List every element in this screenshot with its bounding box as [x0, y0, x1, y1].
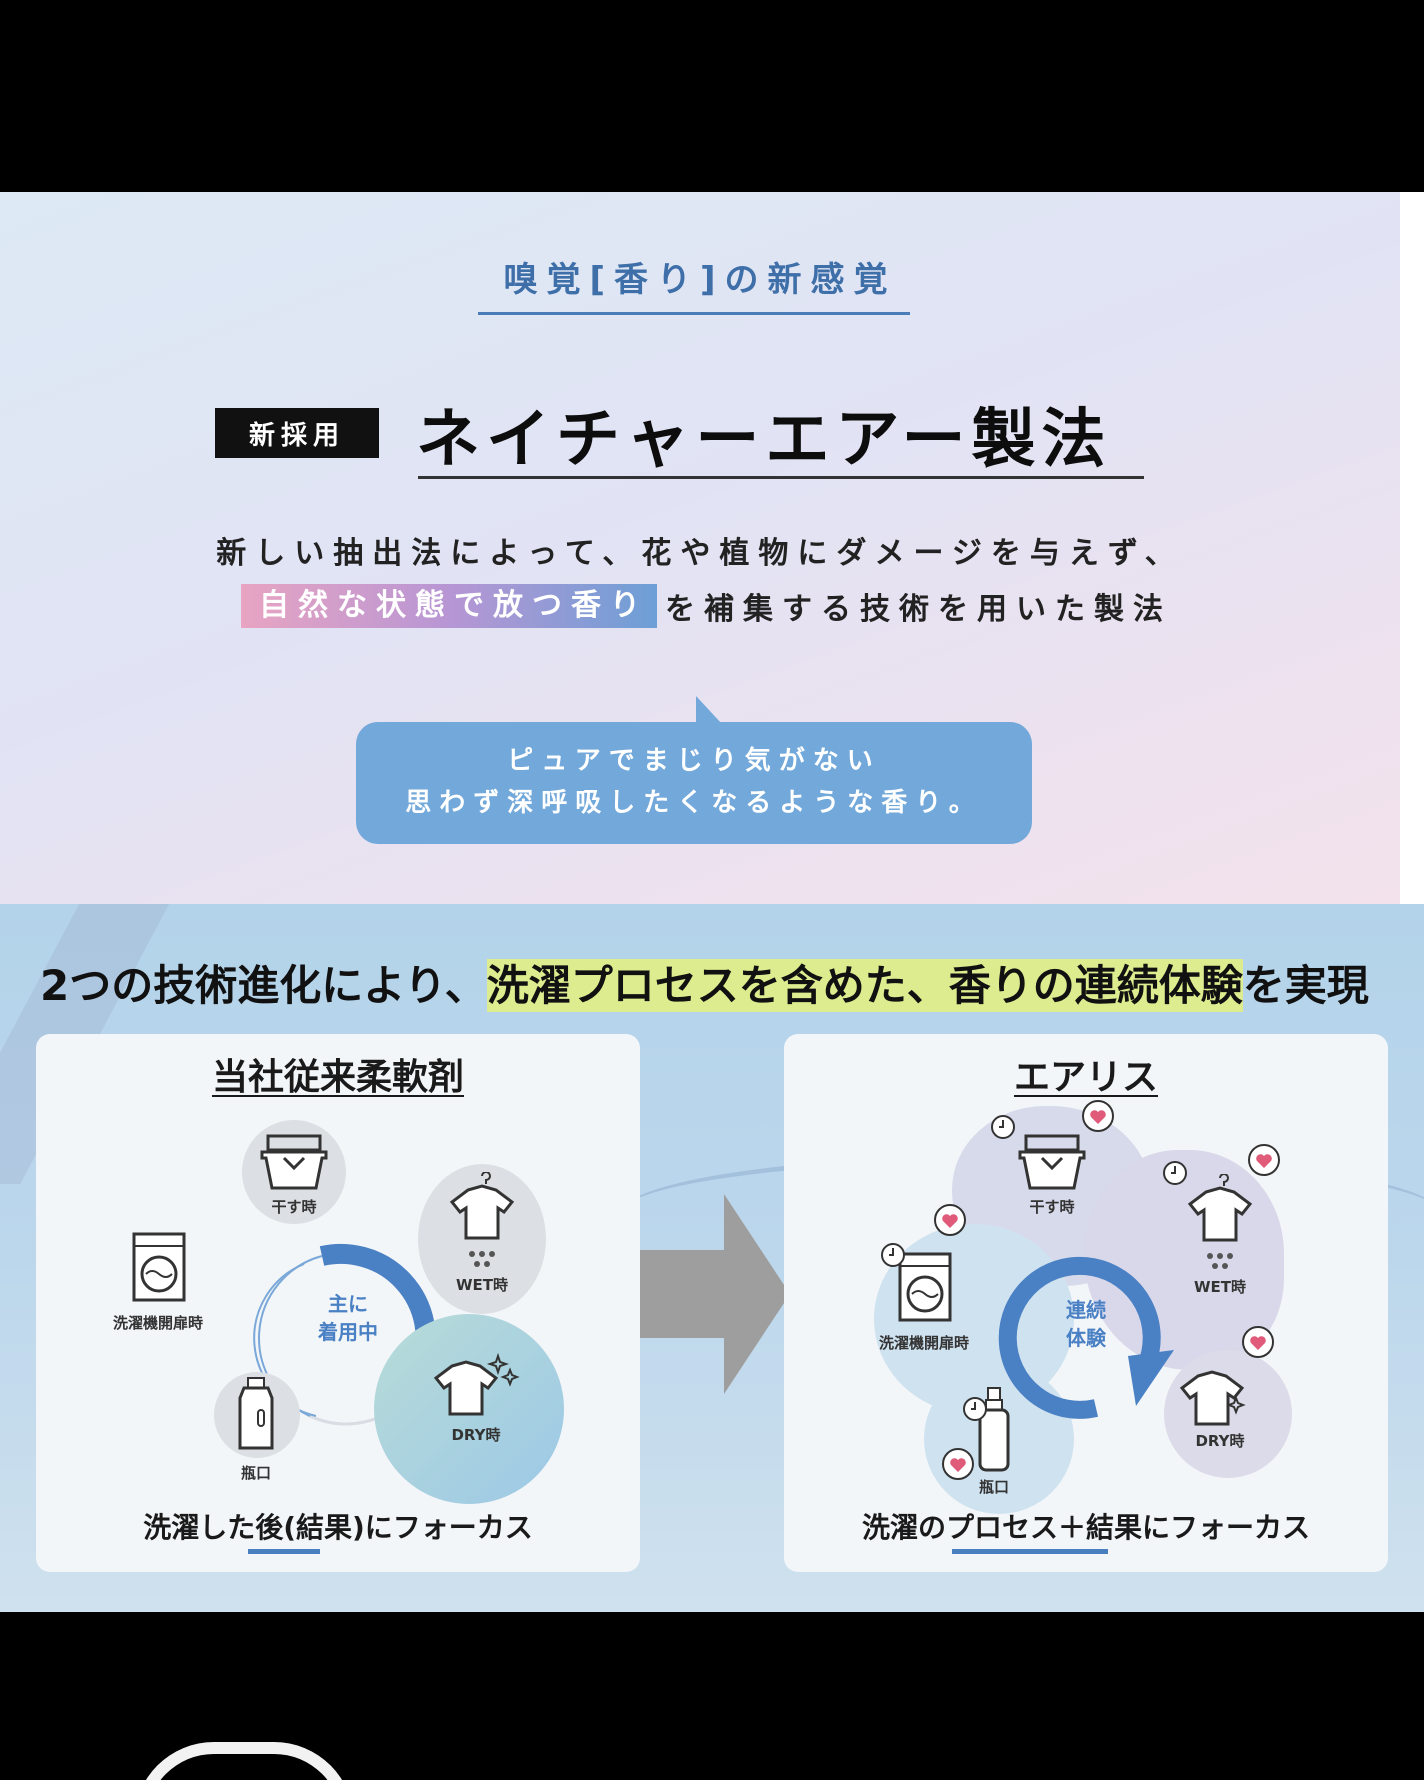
spray-bottle-icon: 瓶口: [964, 1386, 1024, 1506]
node-label-wet: WET時: [455, 1276, 509, 1294]
clock-icon: [1162, 1160, 1188, 1186]
speech-bubble-tail: [696, 696, 722, 724]
cycle-text-line-1: 連続: [1066, 1298, 1106, 1322]
kicker-heading: 嗅覚[香り]の新感覚: [503, 260, 897, 300]
cycle-text-line-1: 主に: [328, 1292, 368, 1316]
clock-icon: [880, 1242, 906, 1268]
heart-bubble-icon: [1078, 1098, 1118, 1138]
arrow-right-icon: [640, 1194, 790, 1394]
laundry-basket-icon: 干す時: [254, 1130, 334, 1220]
washing-machine-icon: 洗濯機開扉時: [864, 1250, 984, 1360]
node-label-washer: 洗濯機開扉時: [878, 1334, 969, 1352]
bubble-line-2: 思わず深呼吸したくなるような香り。: [405, 788, 983, 818]
description-line-1: 新しい抽出法によって、花や植物にダメージを与えず、: [216, 536, 1184, 571]
cycle-arrow-icon: [996, 1246, 1176, 1426]
cycle-center-text: 連続 体験: [1036, 1296, 1136, 1352]
node-label-bottle: 瓶口: [978, 1478, 1009, 1496]
card-title: エアリス: [1013, 1057, 1158, 1098]
right-edge-strip: [1400, 192, 1424, 904]
lower-headline: 2つの技術進化により、洗濯プロセスを含めた、香りの連続体験を実現: [40, 952, 1369, 1013]
bubble-line-1: ピュアでまじり気がない: [507, 746, 881, 776]
node-label-drying: 干す時: [271, 1198, 317, 1216]
kicker-underline: [478, 312, 910, 315]
washing-machine-icon: 洗濯機開扉時: [98, 1230, 218, 1340]
description-highlight: 自然な状態で放つ香り: [241, 584, 657, 628]
card-caption: 洗濯した後(結果)にフォーカス: [143, 1511, 533, 1544]
description-line-2: 自然な状態で放つ香り を補集する技術を用いた製法: [241, 584, 1172, 628]
node-label-wet: WET時: [1193, 1278, 1247, 1296]
node-label-bottle: 瓶口: [240, 1464, 271, 1482]
laundry-basket-icon: 干す時: [1012, 1130, 1092, 1230]
caption-underline: [248, 1549, 320, 1554]
speech-bubble: ピュアでまじり気がない 思わず深呼吸したくなるような香り。: [356, 722, 1032, 844]
node-label-dry: DRY時: [1195, 1432, 1245, 1450]
lower-panel: 2つの技術進化により、洗濯プロセスを含めた、香りの連続体験を実現 当社従来柔軟剤…: [0, 904, 1424, 1612]
method-title: ネイチャーエアー製法: [416, 403, 1112, 477]
card-aerisu: エアリス 干す時 WET時 洗濯機開扉時 連続: [784, 1034, 1388, 1572]
cycle-center-text: 主に 着用中: [298, 1290, 398, 1346]
new-adoption-badge: 新採用: [215, 408, 379, 458]
headline-highlight: 洗濯プロセスを含めた、香りの連続体験: [486, 959, 1243, 1012]
method-title-underline: [418, 476, 1144, 479]
cycle-text-line-2: 着用中: [318, 1320, 378, 1344]
heart-bubble-icon: [1244, 1142, 1284, 1182]
heart-bubble-icon: [1238, 1324, 1278, 1364]
upper-panel: 嗅覚[香り]の新感覚 新採用 ネイチャーエアー製法 新しい抽出法によって、花や植…: [0, 192, 1400, 904]
clock-icon: [962, 1396, 988, 1422]
detergent-bottle-icon: 瓶口: [216, 1374, 296, 1484]
heart-bubble-icon: [930, 1202, 970, 1242]
card-conventional-softener: 当社従来柔軟剤 干す時 WET時 洗濯機開扉時: [36, 1034, 640, 1572]
dry-shirt-icon: DRY時: [1180, 1368, 1260, 1468]
node-label-washer: 洗濯機開扉時: [112, 1314, 203, 1332]
clock-icon: [990, 1114, 1016, 1140]
node-label-drying: 干す時: [1029, 1198, 1075, 1216]
caption-underline: [952, 1549, 1108, 1554]
card-caption: 洗濯のプロセス＋結果にフォーカス: [861, 1511, 1310, 1544]
description-line-2-rest: を補集する技術を用いた製法: [665, 592, 1172, 627]
heart-bubble-icon: [938, 1446, 978, 1486]
cycle-text-line-2: 体験: [1066, 1326, 1106, 1350]
headline-suffix: を実現: [1242, 961, 1369, 1010]
card-title: 当社従来柔軟剤: [211, 1057, 464, 1098]
dry-shirt-icon: DRY時: [426, 1352, 526, 1452]
headline-prefix: 2つの技術進化により、: [40, 961, 487, 1010]
node-label-dry: DRY時: [451, 1426, 501, 1444]
wet-shirt-icon: WET時: [1180, 1174, 1260, 1304]
wet-shirt-icon: WET時: [442, 1172, 522, 1302]
top-black-bar: [0, 0, 1424, 192]
